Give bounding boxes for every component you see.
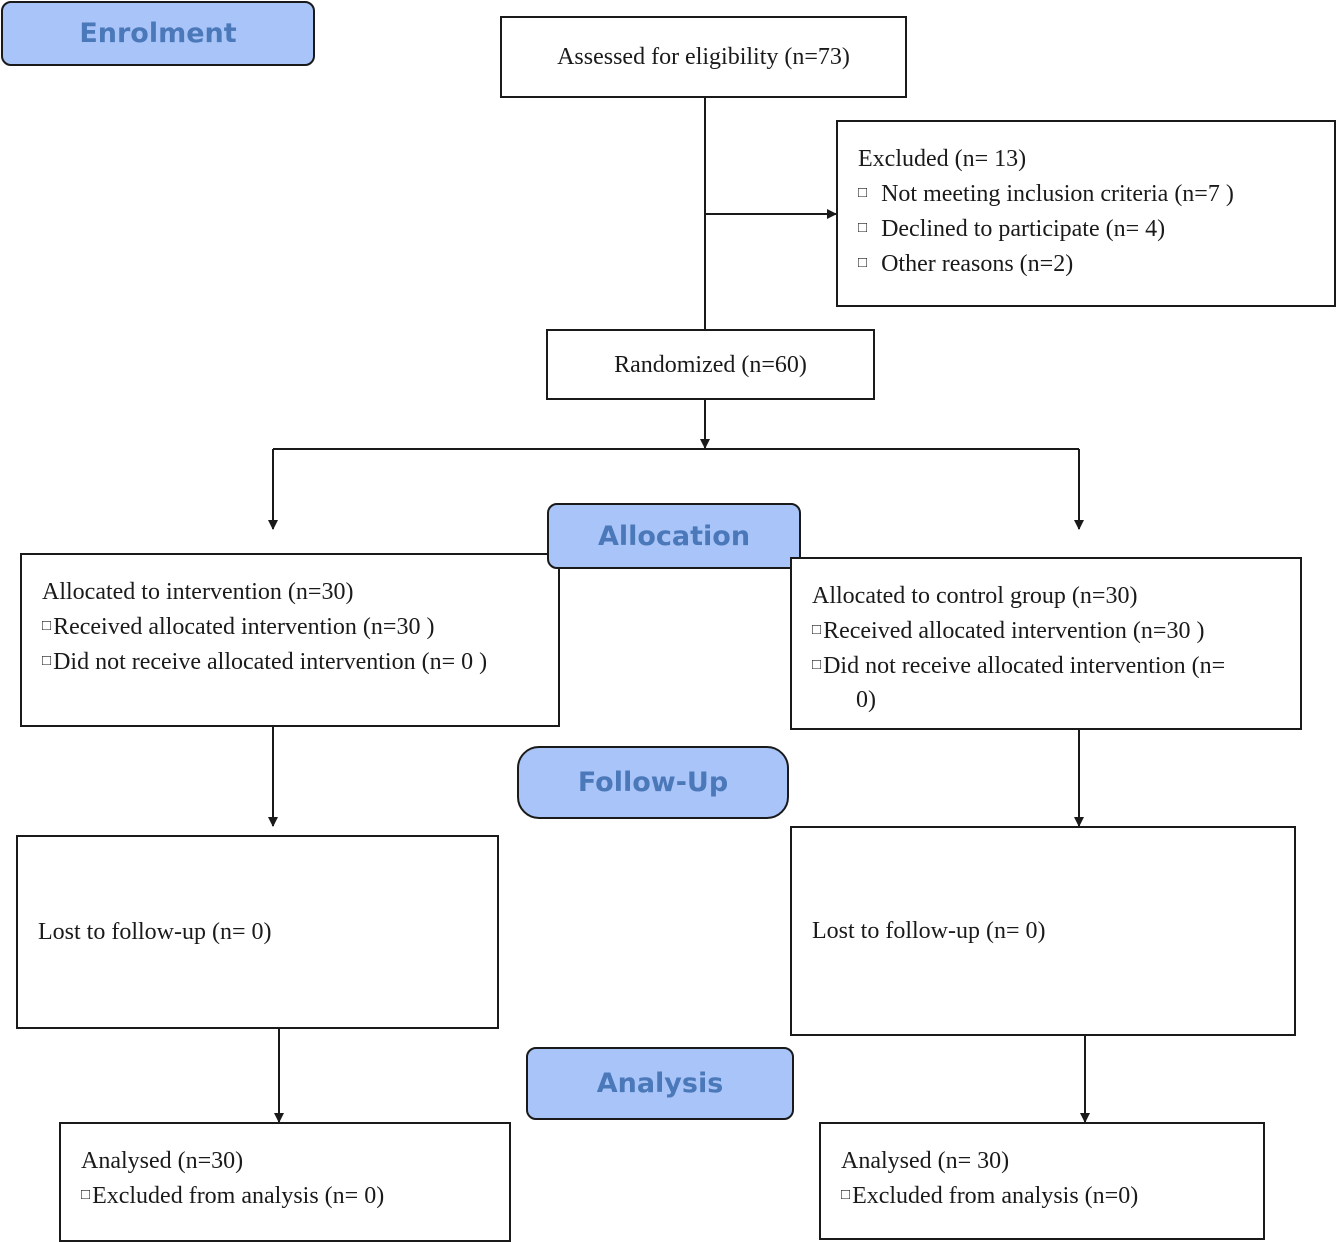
- randomized-text: Randomized (n=60): [614, 351, 807, 378]
- stage-label-allocation: Allocation: [547, 503, 801, 569]
- stage-label-analysis: Analysis: [526, 1047, 794, 1120]
- excluded-reason: Not meeting inclusion criteria (n=7 ): [858, 176, 1334, 211]
- alloc-control-not-received-cont: 0): [856, 687, 876, 713]
- stage-label-follow-up: Follow-Up: [517, 746, 789, 819]
- alloc-intervention-not-received: Did not receive allocated intervention (…: [42, 644, 558, 679]
- analysed-intervention-title: Analysed (n=30): [81, 1148, 244, 1174]
- alloc-control-received: Received allocated intervention (n=30 ): [812, 613, 1300, 648]
- alloc-intervention-received: Received allocated intervention (n=30 ): [42, 609, 558, 644]
- lost-intervention-box: Lost to follow-up (n= 0): [16, 835, 499, 1029]
- excluded-box: Excluded (n= 13) Not meeting inclusion c…: [836, 120, 1336, 307]
- assessed-box: Assessed for eligibility (n=73): [500, 16, 907, 98]
- excluded-reason: Other reasons (n=2): [858, 246, 1334, 281]
- lost-intervention-text: Lost to follow-up (n= 0): [38, 919, 272, 945]
- randomized-box: Randomized (n=60): [546, 329, 875, 400]
- analysed-control-excluded: Excluded from analysis (n=0): [841, 1178, 1263, 1213]
- lost-control-text: Lost to follow-up (n= 0): [812, 918, 1046, 944]
- alloc-control-not-received: Did not receive allocated intervention (…: [812, 648, 1300, 683]
- alloc-control-box: Allocated to control group (n=30) Receiv…: [790, 557, 1302, 730]
- analysed-intervention-box: Analysed (n=30) Excluded from analysis (…: [59, 1122, 511, 1242]
- stage-label-enrolment: Enrolment: [1, 1, 315, 66]
- assessed-text: Assessed for eligibility (n=73): [557, 44, 850, 70]
- alloc-intervention-box: Allocated to intervention (n=30) Receive…: [20, 553, 560, 727]
- analysed-control-box: Analysed (n= 30) Excluded from analysis …: [819, 1122, 1265, 1240]
- excluded-reason: Declined to participate (n= 4): [858, 211, 1334, 246]
- alloc-control-title: Allocated to control group (n=30): [812, 583, 1138, 609]
- alloc-intervention-title: Allocated to intervention (n=30): [42, 579, 354, 605]
- excluded-title: Excluded (n= 13): [858, 146, 1027, 172]
- analysed-intervention-excluded: Excluded from analysis (n= 0): [81, 1178, 509, 1213]
- lost-control-box: Lost to follow-up (n= 0): [790, 826, 1296, 1036]
- analysed-control-title: Analysed (n= 30): [841, 1148, 1010, 1174]
